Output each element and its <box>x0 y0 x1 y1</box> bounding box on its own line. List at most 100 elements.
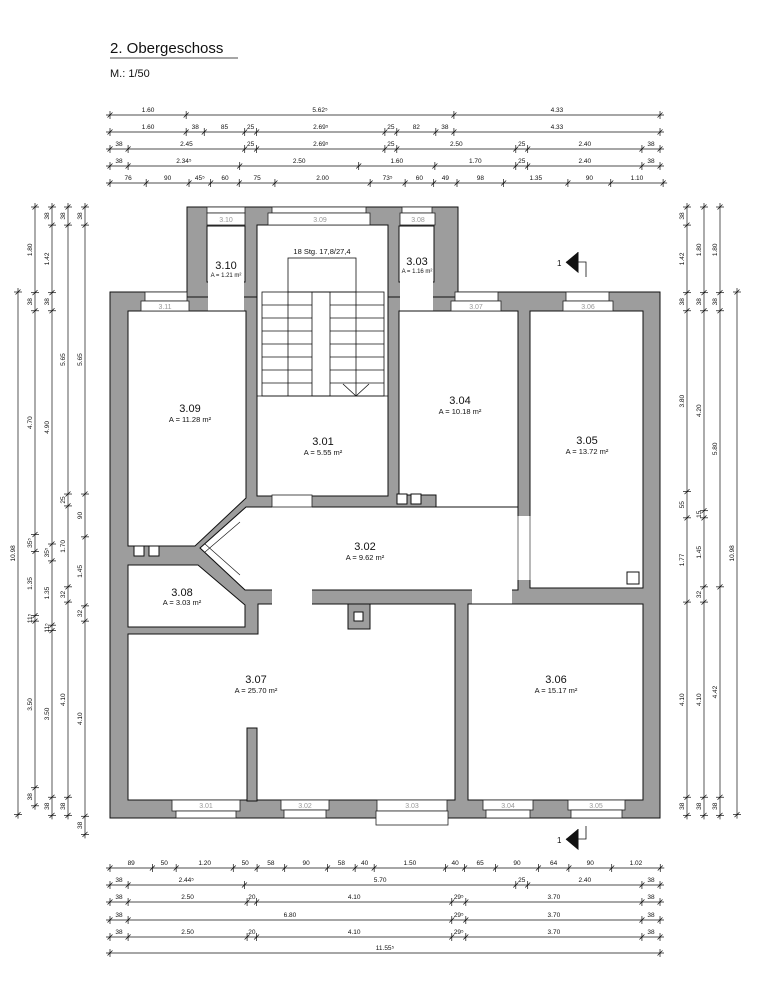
dimension-label: 38 <box>647 877 655 884</box>
dimension-label: 4.10 <box>696 693 703 706</box>
dimension-label: 3.70 <box>548 929 561 936</box>
room-3-08 <box>127 564 246 628</box>
dimension-label: 5.65 <box>77 353 84 366</box>
dimension-label: 38 <box>115 158 123 165</box>
dimension-label: 38 <box>44 212 51 220</box>
dimension-label: 25 <box>518 141 526 148</box>
dimension-label: 38 <box>647 894 655 901</box>
room-number: 3.09 <box>179 403 200 415</box>
dimension-label: 90 <box>513 860 521 867</box>
room-number: 3.01 <box>312 436 333 448</box>
dimension-label: 4.70 <box>27 416 34 429</box>
dimension-label: 38 <box>115 894 123 901</box>
scale-label: M.: 1/50 <box>110 68 150 80</box>
dimension-label: 38 <box>44 802 51 810</box>
dimension-label: 1.80 <box>696 243 703 256</box>
dimension-label: 25 <box>387 124 395 131</box>
dimension-label: 29⁵ <box>454 894 464 901</box>
room-area: A = 15.17 m² <box>535 686 578 695</box>
room-area: A = 5.55 m² <box>304 448 343 457</box>
dimension-label: 2.00 <box>316 175 329 182</box>
room-3-10 <box>206 225 246 283</box>
dimension-label: 1.35 <box>27 577 34 590</box>
room-area: A = 11.28 m² <box>169 415 212 424</box>
dimension-label: 5.70 <box>374 877 387 884</box>
dimension-label: 1.60 <box>390 158 403 165</box>
dimension-label: 4.10 <box>348 894 361 901</box>
room-area: A = 10.18 m² <box>439 407 482 416</box>
dimension-label: 2.40 <box>578 158 591 165</box>
dimension-label: 89 <box>128 860 136 867</box>
dimension-label: 4.90 <box>44 421 51 434</box>
dimension-label: 76 <box>124 175 132 182</box>
dimension-label: 35⁵ <box>44 547 51 557</box>
dimension-label: 60 <box>221 175 229 182</box>
dimension-label: 55 <box>679 501 686 509</box>
dimension-label: 60 <box>416 175 424 182</box>
dimension-label: 38 <box>441 124 449 131</box>
dimension-label: 38 <box>115 929 123 936</box>
window-label: 3.07 <box>469 304 483 311</box>
dimension-label: 10.98 <box>729 545 736 562</box>
rooms <box>127 224 644 802</box>
dimension-label: 2.69⁵ <box>313 124 329 131</box>
window-label: 3.02 <box>298 803 312 810</box>
dimension-label: 38 <box>27 793 34 801</box>
window-label: 3.01 <box>199 803 213 810</box>
dimension-label: 3.50 <box>44 707 51 720</box>
dimension-label: 40 <box>361 860 369 867</box>
dimension-label: 38 <box>115 912 123 919</box>
dimension-label: 38 <box>679 802 686 810</box>
room-number: 3.07 <box>245 674 266 686</box>
dimension-label: 3.80 <box>679 395 686 408</box>
dimension-label: 2.69⁵ <box>313 141 329 148</box>
dimension-label: 90 <box>164 175 172 182</box>
dimension-label: 25 <box>247 141 255 148</box>
dimension-label: 32 <box>77 610 84 618</box>
dimension-label: 38 <box>44 298 51 306</box>
dimension-label: 64 <box>550 860 558 867</box>
dimension-label: 20 <box>248 929 256 936</box>
dimension-label: 4.20 <box>696 404 703 417</box>
dimension-chain: 10.98 <box>10 288 22 819</box>
window-label: 3.04 <box>501 803 515 810</box>
windows: 3.10 3.09 3.08 3.11 3.07 3.06 3.01 3.02 … <box>140 206 626 826</box>
stairs-label: 18 Stg. 17,8/27,4 <box>293 247 350 256</box>
dimension-label: 50 <box>242 860 250 867</box>
dimension-label: 2.45 <box>180 141 193 148</box>
section-label: 1 <box>557 836 562 845</box>
dimension-label: 90 <box>586 175 594 182</box>
dimension-label: 5.65 <box>60 353 67 366</box>
room-3-07 <box>127 603 456 801</box>
section-label: 1 <box>557 259 562 268</box>
room-3-06 <box>467 603 644 801</box>
dimension-label: 2.50 <box>293 158 306 165</box>
dimension-label: 3.70 <box>548 894 561 901</box>
dimension-label: 29⁵ <box>454 912 464 919</box>
dimension-chain: 11.55⁵ <box>106 945 665 957</box>
dimension-label: 1.20 <box>198 860 211 867</box>
dimension-label: 1.35 <box>44 586 51 599</box>
dimension-label: 32 <box>696 590 703 598</box>
dimension-label: 38 <box>115 877 123 884</box>
dimension-label: 65 <box>476 860 484 867</box>
dimension-label: 1.35 <box>529 175 542 182</box>
dimension-label: 38 <box>77 212 84 220</box>
dimension-label: 25 <box>518 158 526 165</box>
dimension-label: 6.80 <box>284 912 297 919</box>
dimension-label: 1.80 <box>712 243 719 256</box>
dimension-label: 2.34⁵ <box>176 158 192 165</box>
dimension-label: 38 <box>696 298 703 306</box>
dimension-label: 38 <box>696 802 703 810</box>
dimension-label: 38 <box>712 802 719 810</box>
dimension-label: 20 <box>248 894 256 901</box>
